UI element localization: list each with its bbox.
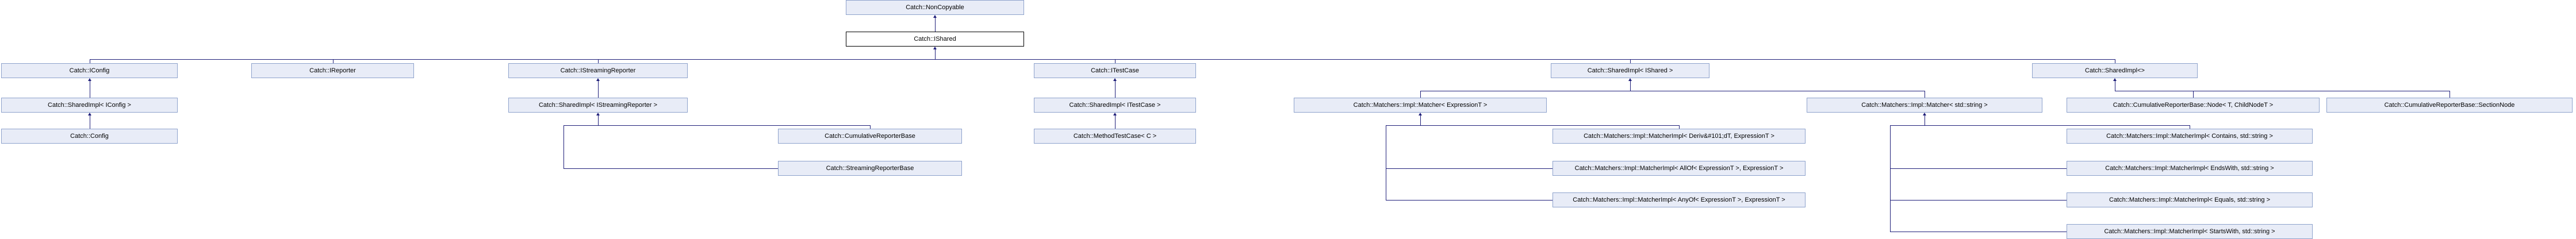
edge-bus-stub [1420,115,1421,125]
inheritance-arrow-icon [596,113,600,115]
class-node-noncopyable[interactable]: Catch::NonCopyable [846,0,1024,15]
edge-mi-derived [1679,125,1680,129]
edge-cumulative [870,125,871,129]
class-node-mi-startswith[interactable]: Catch::Matchers::Impl::MatcherImpl< Star… [2067,224,2313,239]
class-node-label: Catch::Matchers::Impl::Matcher< Expressi… [1353,101,1488,109]
class-node-cumulative[interactable]: Catch::CumulativeReporterBase [778,129,962,144]
edge-ireporter [333,59,334,63]
class-node-label: Catch::StreamingReporterBase [826,164,914,172]
class-node-label: Catch::ITestCase [1091,67,1139,74]
edge-bus-stub [1630,81,1631,91]
edge-bus-left [1386,125,1420,126]
class-node-label: Catch::Matchers::Impl::MatcherImpl< Deri… [1584,132,1774,140]
edge-bus-left [1890,125,1925,126]
class-node-label: Catch::IStreamingReporter [560,67,636,74]
class-node-label: Catch::CumulativeReporterBase::Node< T, … [2113,101,2274,109]
class-node-mi-endswith[interactable]: Catch::Matchers::Impl::MatcherImpl< Ends… [2067,161,2313,176]
edge-mi-anyof [1386,200,1552,201]
class-node-mi-derived[interactable]: Catch::Matchers::Impl::MatcherImpl< Deri… [1552,129,1805,144]
class-node-label: Catch::Matchers::Impl::MatcherImpl< AnyO… [1573,196,1785,203]
class-node-label: Catch::CumulativeReporterBase::SectionNo… [2384,101,2515,109]
edge-si-itestcase [1115,81,1116,98]
class-node-label: Catch::Matchers::Impl::MatcherImpl< Equa… [2109,196,2270,203]
class-node-label: Catch::Matchers::Impl::MatcherImpl< AllO… [1574,164,1784,172]
edge-rail [1890,125,1891,232]
edge-si-istreamrep [598,81,599,98]
edge-bus-left [564,125,598,126]
edge-bus-stub [598,115,599,125]
class-node-mi-anyof[interactable]: Catch::Matchers::Impl::MatcherImpl< AnyO… [1552,192,1805,207]
class-node-ireporter[interactable]: Catch::IReporter [251,63,414,78]
class-node-label: Catch::MethodTestCase< C > [1073,132,1157,140]
class-node-mi-equals[interactable]: Catch::Matchers::Impl::MatcherImpl< Equa… [2067,192,2313,207]
edge-streamrepbase [564,168,778,169]
class-node-crb-node[interactable]: Catch::CumulativeReporterBase::Node< T, … [2067,98,2320,113]
class-node-ishared[interactable]: Catch::IShared [846,32,1024,47]
class-node-si-itestcase[interactable]: Catch::SharedImpl< ITestCase > [1034,98,1196,113]
class-node-sharedimpl-empty[interactable]: Catch::SharedImpl<> [2032,63,2198,78]
class-node-label: Catch::SharedImpl<> [2085,67,2145,74]
inheritance-arrow-icon [596,78,600,81]
edge-bus [598,125,870,126]
class-node-label: Catch::IConfig [69,67,110,74]
class-node-sharedimpl-ish[interactable]: Catch::SharedImpl< IShared > [1551,63,1709,78]
inheritance-arrow-icon [1113,113,1117,115]
class-node-si-istreamrep[interactable]: Catch::SharedImpl< IStreamingReporter > [508,98,688,113]
class-node-iconfig[interactable]: Catch::IConfig [1,63,178,78]
class-node-methodtestcase[interactable]: Catch::MethodTestCase< C > [1034,129,1196,144]
edge-istreamrep [598,59,599,63]
class-node-label: Catch::SharedImpl< IShared > [1587,67,1673,74]
class-node-label: Catch::Matchers::Impl::MatcherImpl< Star… [2104,228,2275,235]
class-node-label: Catch::SharedImpl< IStreamingReporter > [538,101,658,109]
class-node-label: Catch::IReporter [309,67,356,74]
class-node-m-str[interactable]: Catch::Matchers::Impl::Matcher< std::str… [1807,98,2042,113]
class-node-label: Catch::SharedImpl< ITestCase > [1069,101,1161,109]
inheritance-arrow-icon [933,15,937,18]
inheritance-arrow-icon [2113,78,2117,81]
edge-bus [1420,125,1679,126]
edge-ishared [935,18,936,32]
edge-m-expr [1420,91,1421,98]
inheritance-arrow-icon [1628,78,1632,81]
class-node-config[interactable]: Catch::Config [1,129,178,144]
edge-mi-allof [1386,168,1552,169]
class-node-si-iconfig[interactable]: Catch::SharedImpl< IConfig > [1,98,178,113]
class-node-label: Catch::Matchers::Impl::MatcherImpl< Cont… [2106,132,2273,140]
edge-mi-endswith [1890,168,2067,169]
edge-bus [90,59,2115,60]
class-node-label: Catch::SharedImpl< IConfig > [48,101,131,109]
edge-mi-equals [1890,200,2067,201]
class-node-mi-contains[interactable]: Catch::Matchers::Impl::MatcherImpl< Cont… [2067,129,2313,144]
edge-methodtestcase [1115,115,1116,129]
inheritance-arrow-icon [1419,113,1422,115]
class-node-label: Catch::Config [70,132,109,140]
inheritance-arrow-icon [1113,78,1117,81]
inheritance-arrow-icon [88,113,91,115]
class-node-label: Catch::Matchers::Impl::Matcher< std::str… [1861,101,1988,109]
class-node-crb-section[interactable]: Catch::CumulativeReporterBase::SectionNo… [2326,98,2573,113]
inheritance-arrow-icon [933,47,937,49]
edge-itestcase [1115,59,1116,63]
inheritance-arrow-icon [1923,113,1926,115]
edge-sharedimpl-ish [1630,59,1631,63]
class-node-label: Catch::NonCopyable [906,3,964,11]
class-node-streamrepbase[interactable]: Catch::StreamingReporterBase [778,161,962,176]
class-node-label: Catch::IShared [914,35,956,43]
inheritance-arrow-icon [88,78,91,81]
class-node-itestcase[interactable]: Catch::ITestCase [1034,63,1196,78]
class-node-label: Catch::CumulativeReporterBase [825,132,915,140]
class-node-m-expr[interactable]: Catch::Matchers::Impl::Matcher< Expressi… [1294,98,1547,113]
edge-bus-stub [935,49,936,59]
class-node-istreamrep[interactable]: Catch::IStreamingReporter [508,63,688,78]
edge-crb-node [2193,91,2194,98]
edge-bus [1925,125,2190,126]
class-node-label: Catch::Matchers::Impl::MatcherImpl< Ends… [2105,164,2274,172]
class-node-mi-allof[interactable]: Catch::Matchers::Impl::MatcherImpl< AllO… [1552,161,1805,176]
